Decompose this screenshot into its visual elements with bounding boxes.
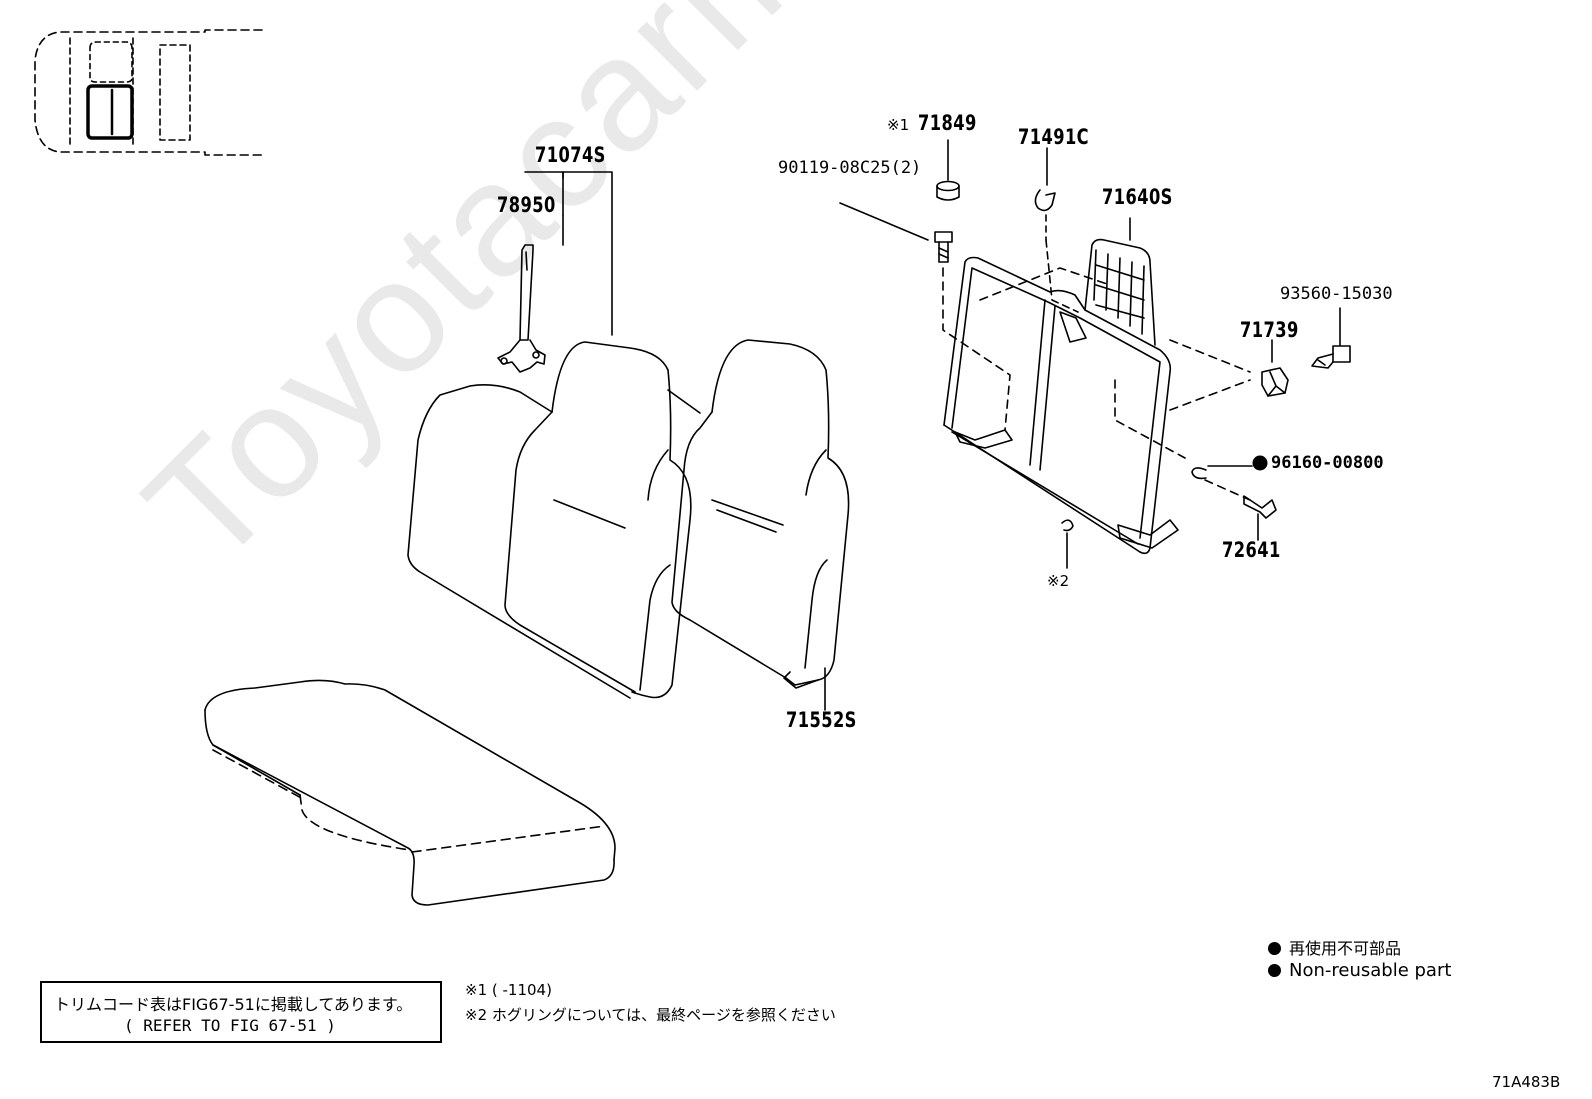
callout-96160[interactable]: 96160-00800: [1271, 453, 1384, 473]
footnote-2: ※2 ホグリングについては、最終ページを参照ください: [465, 1006, 836, 1024]
callout-78950[interactable]: 78950: [497, 193, 556, 217]
vehicle-locator-icon: [34, 29, 263, 156]
legend-jp-text: 再使用不可部品: [1289, 939, 1402, 958]
callout-71849-mark: ※1: [887, 116, 910, 134]
part-72641-drawing: [1243, 495, 1277, 541]
callout-72641[interactable]: 72641: [1222, 538, 1281, 562]
footnote-1: ※1 ( -1104): [465, 981, 552, 999]
callout-71552S[interactable]: 71552S: [786, 708, 857, 732]
legend-en-text: Non-reusable part: [1289, 960, 1452, 981]
callout-90119[interactable]: 90119-08C25(2): [778, 158, 922, 178]
part-71739-drawing: [1261, 339, 1289, 397]
part-71849-drawing: [936, 139, 960, 201]
reference-line-1: トリムコード表はFIG67-51に掲載してあります。: [54, 995, 413, 1014]
part-93560-drawing: [1311, 307, 1351, 369]
seat-back-drawing: [407, 339, 850, 699]
callout-71640S[interactable]: 71640S: [1102, 185, 1173, 209]
legend-jp: 再使用不可部品: [1268, 935, 1401, 959]
part-96160-drawing: [1191, 465, 1253, 480]
reference-box: トリムコード表はFIG67-51に掲載してあります。 ( REFER TO FI…: [40, 981, 442, 1043]
reference-line-2[interactable]: ( REFER TO FIG 67-51 ): [124, 1016, 336, 1035]
part-90119-drawing: [934, 231, 953, 263]
callout-93560[interactable]: 93560-15030: [1280, 284, 1393, 304]
legend-en: Non-reusable part: [1268, 960, 1451, 981]
callout-71074S[interactable]: 71074S: [535, 143, 606, 167]
non-reusable-dot-icon: [1268, 964, 1281, 977]
callout-71491C[interactable]: 71491C: [1018, 125, 1090, 149]
callout-71849[interactable]: 71849: [918, 111, 977, 135]
part-78950-drawing: [497, 244, 546, 373]
non-reusable-dot-icon: [1252, 455, 1268, 471]
part-71640S-drawing: [943, 217, 1251, 555]
part-71491C-drawing: [1034, 147, 1079, 313]
figure-code: 71A483B: [1492, 1073, 1561, 1091]
callout-71739[interactable]: 71739: [1240, 318, 1299, 342]
callout-note2-mark: ※2: [1047, 572, 1070, 590]
hog-ring-drawing: [1061, 519, 1074, 569]
non-reusable-dot-icon: [1268, 942, 1281, 955]
seat-cushion-drawing: [204, 679, 616, 906]
